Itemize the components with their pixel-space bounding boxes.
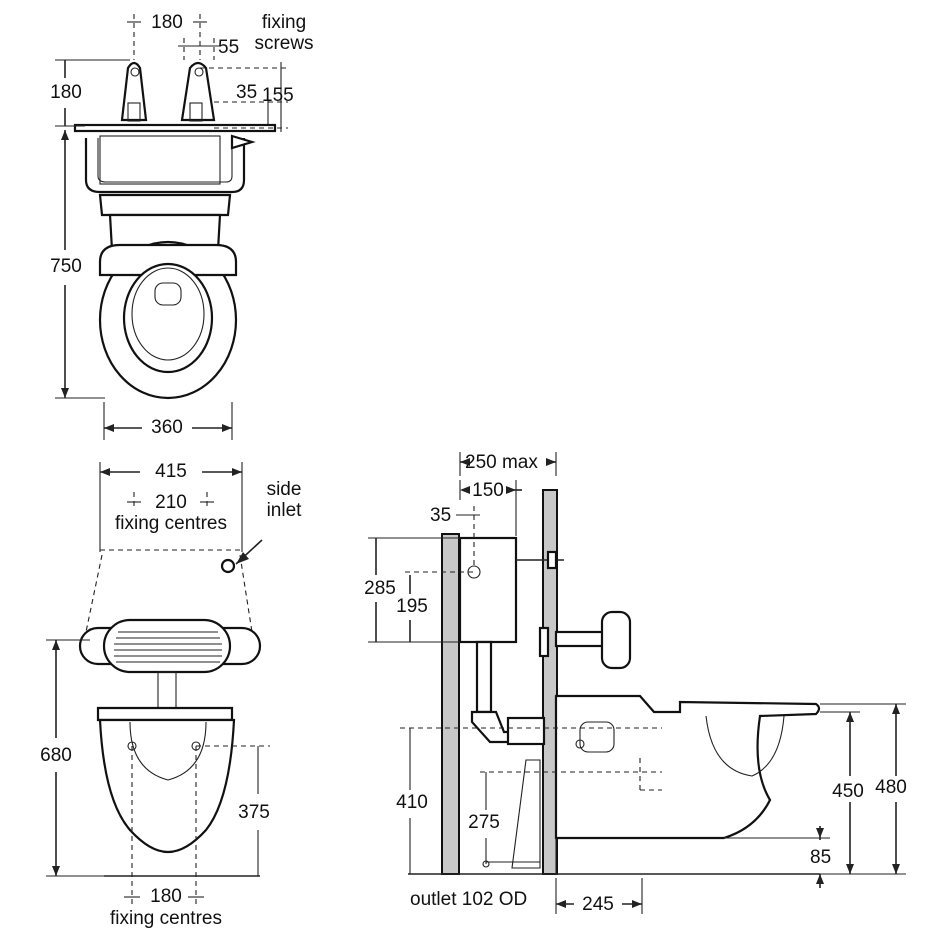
dim-750-label: 750 [50,256,82,277]
top-view-dimensions [55,14,288,440]
dim-375-label: 375 [238,802,270,823]
dim-195-label: 195 [396,596,428,617]
dim-35-top-label: 35 [236,82,258,103]
dim-150-label: 150 [472,480,504,501]
dim-210-label: 210 [155,492,187,513]
dim-155-label: 155 [262,85,294,106]
dim-450-label: 450 [832,781,864,802]
dim-180-left-label: 180 [50,82,82,103]
dim-180-top-label: 180 [151,12,183,33]
fixing-centres-bottom-label: fixing centres [110,908,222,929]
side-view-pan [538,610,821,874]
fixing-centres-top-label: fixing centres [115,513,227,534]
fixing-screws-label-2: screws [254,33,314,54]
dim-180-bottom-label: 180 [150,886,182,907]
dim-415-label: 415 [155,461,187,482]
side-view-dimensions [368,452,906,914]
front-view-dimensions-top [85,462,263,633]
dim-245-label: 245 [582,894,614,915]
dim-285-label: 285 [364,578,396,599]
dim-410-label: 410 [396,792,428,813]
outlet-label: outlet 102 OD [410,889,528,910]
dim-85-label: 85 [810,847,832,868]
fixing-screws-label-1: fixing [261,12,307,33]
dim-35-side-label: 35 [430,505,452,526]
front-view-dimensions-bottom [46,639,270,906]
dim-480-label: 480 [875,777,907,798]
side-view-cistern [458,536,564,869]
front-view-pan [78,618,262,877]
dim-275-label: 275 [468,812,500,833]
top-view-pan [73,61,277,400]
side-view-walls [408,489,820,875]
dim-680-label: 680 [40,745,72,766]
dim-250-max-label: 250 max [465,452,538,473]
dim-360-label: 360 [151,417,183,438]
side-inlet-label-2: inlet [266,500,302,521]
dim-55-label: 55 [218,37,240,58]
side-inlet-label-1: side [266,479,302,500]
